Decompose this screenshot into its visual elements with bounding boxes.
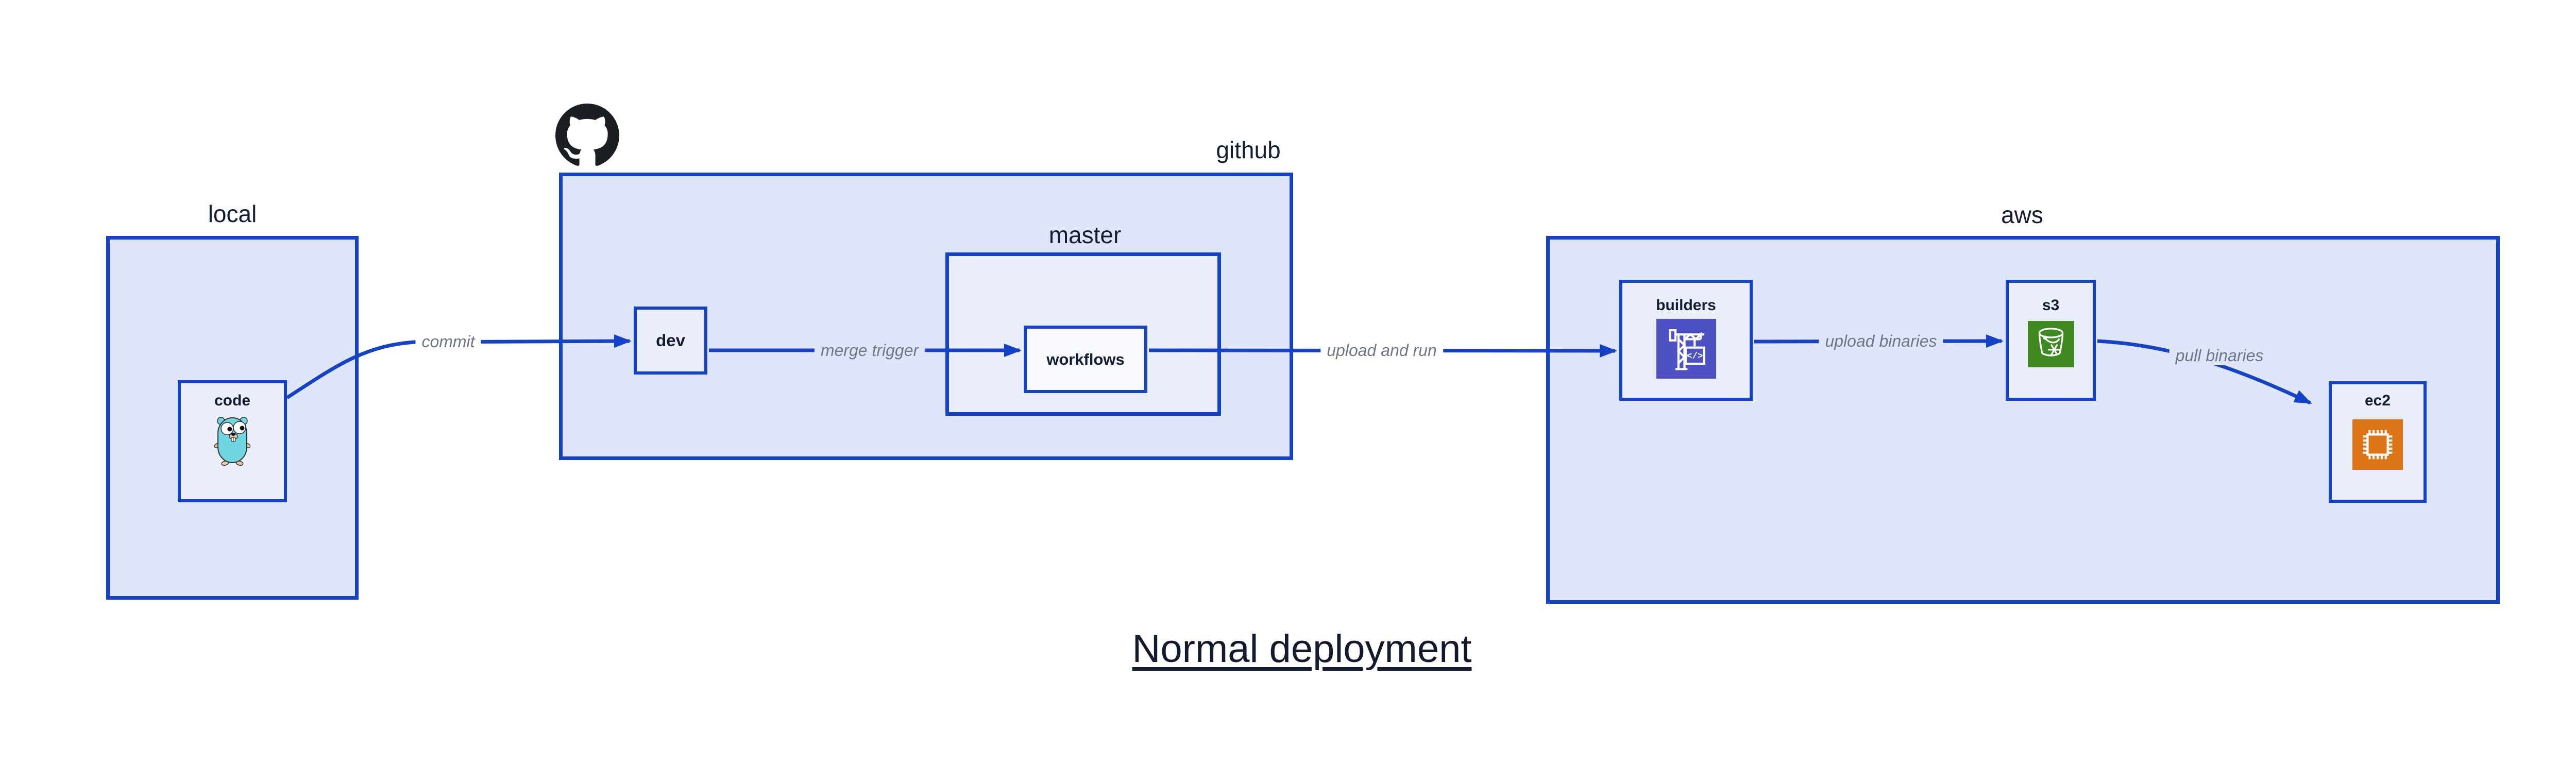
node-label-builders: builders [1656, 297, 1716, 314]
node-label-s3: s3 [2042, 297, 2060, 314]
node-workflows: workflows [1024, 326, 1147, 393]
codebuild-crane-icon: </> [1656, 319, 1716, 379]
node-s3: s3 [2006, 280, 2096, 401]
github-octocat-icon [555, 104, 619, 166]
diagram-title: Normal deployment [1132, 627, 1472, 671]
node-label-code: code [214, 392, 251, 409]
group-label-aws: aws [2001, 201, 2043, 228]
node-dev: dev [634, 307, 707, 375]
node-code: code [178, 380, 287, 502]
edge-label-pull-binaries: pull binaries [2169, 346, 2270, 365]
node-label-dev: dev [656, 331, 685, 350]
group-label-master: master [1048, 222, 1122, 248]
edge-label-upload-binaries: upload binaries [1819, 331, 1943, 351]
ec2-chip-icon [2352, 419, 2403, 470]
svg-text:</>: </> [1687, 352, 1703, 362]
node-label-ec2: ec2 [2364, 392, 2391, 409]
s3-bucket-icon [2027, 321, 2074, 367]
node-label-workflows: workflows [1046, 350, 1125, 368]
node-builders: builders </> [1619, 280, 1753, 401]
edge-label-upload-and-run: upload and run [1320, 341, 1443, 360]
go-gopher-icon [214, 417, 250, 466]
group-label-github: github [1216, 137, 1281, 163]
group-label-local: local [208, 200, 257, 227]
edge-label-commit: commit [415, 332, 481, 351]
node-ec2: ec2 [2329, 381, 2427, 503]
edge-label-merge-trigger: merge trigger [814, 341, 925, 360]
